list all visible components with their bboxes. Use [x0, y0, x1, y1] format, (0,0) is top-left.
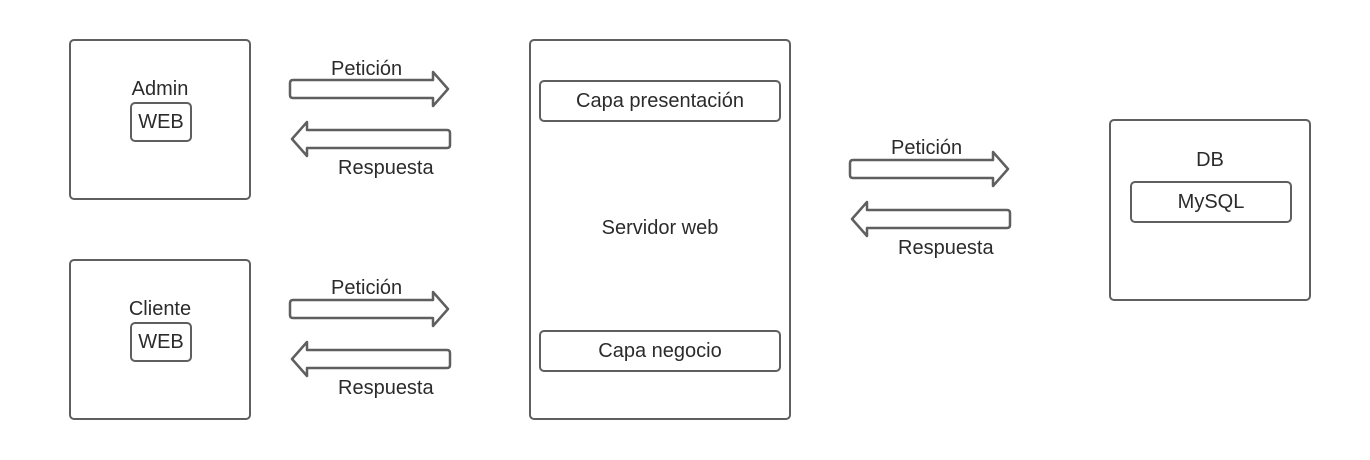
business-layer: Capa negocio: [539, 330, 781, 372]
db-response-arrow: [850, 200, 1012, 238]
server-title: Servidor web: [601, 217, 719, 239]
db-response-label: Respuesta: [898, 237, 994, 259]
mysql-tag: MySQL: [1130, 181, 1292, 223]
db-title: DB: [1196, 149, 1224, 171]
cliente-response-arrow: [290, 340, 452, 378]
admin-title: Admin: [131, 78, 189, 100]
admin-box: Admin WEB: [69, 39, 251, 200]
admin-request-arrow: [288, 70, 450, 108]
presentation-layer: Capa presentación: [539, 80, 781, 122]
db-box: DB MySQL: [1109, 119, 1311, 301]
cliente-box: Cliente WEB: [69, 259, 251, 420]
admin-response-arrow: [290, 120, 452, 158]
cliente-title: Cliente: [128, 298, 192, 320]
db-request-label: Petición: [891, 137, 963, 159]
cliente-response-label: Respuesta: [338, 377, 434, 399]
admin-web-tag: WEB: [130, 102, 192, 142]
cliente-web-tag: WEB: [130, 322, 192, 362]
admin-response-label: Respuesta: [338, 157, 434, 179]
cliente-request-arrow: [288, 290, 450, 328]
server-box: Capa presentación Servidor web Capa nego…: [529, 39, 791, 420]
db-request-arrow: [848, 150, 1010, 188]
cliente-request-label: Petición: [331, 277, 403, 299]
admin-request-label: Petición: [331, 58, 403, 80]
